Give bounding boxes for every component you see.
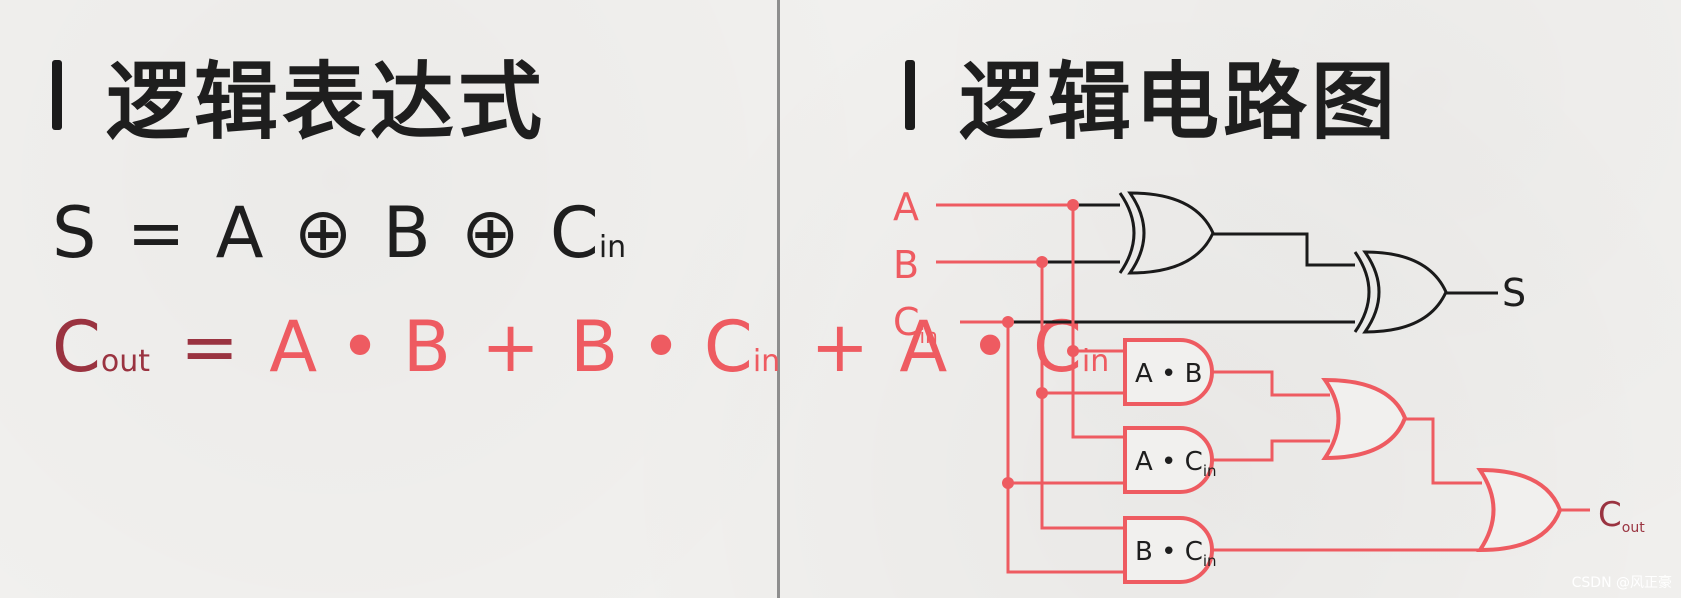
or-gate-2 (1476, 467, 1563, 553)
sum-term-b: B (382, 192, 431, 274)
junction-dot (1067, 345, 1079, 357)
carry-term-ac: A • C (899, 306, 1082, 388)
gate-label-bc-main: B • C (1135, 537, 1203, 567)
gate-label-bc-sub: in (1203, 552, 1217, 570)
gate-label-ac-sub: in (1203, 462, 1217, 480)
wire-xor1-to-xor2 (1213, 232, 1355, 267)
gate-label-ab: A • B (1135, 359, 1203, 389)
heading-bar-icon (905, 60, 915, 130)
sum-term-a: A (215, 192, 264, 274)
and-gate-bc (1123, 516, 1214, 584)
xor-symbol: ⊕ (461, 192, 520, 274)
carry-formula: Cout = A • B + B • Cin + A • Cin (52, 306, 1109, 388)
xor1-back-curve (1118, 192, 1136, 274)
output-label-cout-sub: out (1622, 520, 1645, 536)
wire-or1-to-or2 (1405, 417, 1482, 485)
right-title: 逻辑电路图 (959, 52, 1400, 151)
or-gate-1 (1321, 377, 1408, 461)
junction-dots (1002, 199, 1079, 489)
input-label-a: A (893, 185, 919, 229)
sum-term-c-sub: in (598, 230, 627, 265)
heading-bar-icon (52, 60, 62, 130)
input-label-cin-main: C (893, 300, 920, 344)
gate-label-ac-main: A • C (1135, 447, 1203, 477)
carry-term-bc: B • C (570, 306, 753, 388)
input-label-cin: Cin (893, 300, 938, 348)
left-heading: 逻辑表达式 (52, 50, 546, 151)
sum-term-c: C (549, 192, 599, 274)
carry-lhs: C (52, 306, 101, 388)
or-gates (1321, 377, 1563, 553)
wire-a-down (1071, 205, 1125, 439)
xor2-body (1362, 250, 1448, 334)
right-heading: 逻辑电路图 (905, 50, 1399, 151)
input-label-cin-sub: in (920, 324, 938, 348)
carry-term-bc-sub: in (752, 344, 781, 379)
watermark: CSDN @风正豪 (1572, 575, 1672, 591)
output-label-cout: Cout (1598, 495, 1645, 536)
xor-symbol: ⊕ (293, 192, 353, 274)
gate-label-ac: A • Cin (1135, 447, 1217, 480)
wire-b-down (1040, 262, 1125, 530)
and-gate-ac (1123, 426, 1214, 494)
junction-dot (1002, 316, 1014, 328)
and-gates (1123, 338, 1214, 584)
gate-label-bc: B • Cin (1135, 537, 1217, 570)
carry-eq: = (180, 306, 239, 388)
left-title: 逻辑表达式 (106, 52, 547, 151)
output-label-cout-main: C (1598, 495, 1622, 535)
sum-eq: = (126, 192, 186, 274)
wire-cin-down (1006, 322, 1125, 574)
input-label-b: B (893, 243, 919, 287)
junction-dot (1036, 387, 1048, 399)
xor-gate-1 (1118, 191, 1215, 275)
xor-gate-2 (1353, 250, 1448, 334)
junction-dot (1067, 199, 1079, 211)
carry-plus: + (810, 306, 870, 388)
and-gate-ab (1123, 338, 1214, 406)
junction-dot (1036, 256, 1048, 268)
red-wires (936, 203, 1590, 574)
sum-lhs: S (52, 192, 97, 274)
carry-plus: + (481, 306, 540, 388)
wire-and-ab-to-or1 (1212, 370, 1330, 397)
junction-dot (1002, 477, 1014, 489)
black-wires (1008, 203, 1498, 324)
xor1-body (1127, 191, 1215, 275)
wire-and-ac-to-or1 (1212, 439, 1330, 462)
output-label-s: S (1502, 271, 1526, 315)
panel-divider (777, 0, 780, 598)
carry-lhs-sub: out (100, 344, 151, 379)
xor2-back-curve (1353, 251, 1371, 333)
carry-term-ab: A • B (269, 306, 451, 388)
sum-formula: S = A ⊕ B ⊕ Cin (52, 192, 626, 274)
